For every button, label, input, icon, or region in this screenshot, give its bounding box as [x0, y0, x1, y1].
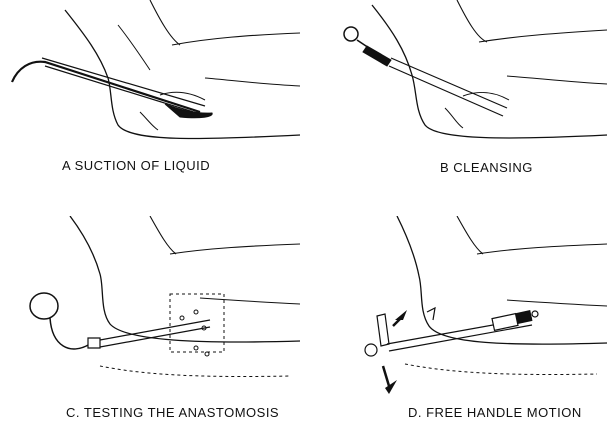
- buttock-line: [507, 76, 607, 84]
- scope-upper-edge: [42, 58, 205, 106]
- handle-motion-illustration: [307, 216, 613, 406]
- bulb-tube: [50, 318, 90, 349]
- caption-d: D. FREE HANDLE MOTION: [408, 405, 582, 420]
- thigh-line: [150, 216, 176, 254]
- swab-knob: [344, 27, 358, 41]
- scope-connector: [88, 338, 100, 348]
- thigh-line-upper: [479, 30, 607, 42]
- scope-lower-edge: [389, 325, 532, 351]
- caption-b: B CLEANSING: [440, 160, 533, 175]
- scope-handle: [377, 314, 389, 346]
- air-bubble: [194, 310, 198, 314]
- lower-contour: [405, 364, 597, 375]
- air-bubble: [180, 316, 184, 320]
- buttock-line: [205, 78, 300, 86]
- body-contour-inner: [118, 25, 150, 70]
- thigh-line-upper: [477, 244, 607, 254]
- eyepiece-band: [516, 311, 532, 324]
- panel-free-handle-motion: D. FREE HANDLE MOTION: [307, 216, 613, 431]
- alternate-handle-position: [427, 308, 435, 320]
- thigh-line: [150, 0, 180, 45]
- air-bubble: [194, 346, 198, 350]
- panel-testing-anastomosis: C. TESTING THE ANASTOMOSIS: [0, 216, 306, 431]
- scope-lower-edge: [45, 66, 200, 114]
- down-arrow-shaft: [383, 366, 389, 386]
- insufflation-bulb: [30, 293, 58, 319]
- buttock-line: [200, 298, 300, 304]
- thigh-line: [457, 0, 487, 42]
- suction-tube: [12, 62, 200, 112]
- body-contour: [372, 5, 607, 138]
- air-bubble: [205, 352, 209, 356]
- thigh-line: [457, 216, 483, 254]
- fold-line: [140, 112, 158, 130]
- caption-a: A SUCTION OF LIQUID: [62, 158, 210, 173]
- anastomosis-outline: [170, 294, 224, 352]
- panel-suction-of-liquid: A SUCTION OF LIQUID: [0, 0, 306, 215]
- panel-cleansing: B CLEANSING: [307, 0, 613, 215]
- liquid-pool: [165, 104, 212, 118]
- testing-illustration: [0, 216, 306, 406]
- caption-c: C. TESTING THE ANASTOMOSIS: [66, 405, 279, 420]
- lower-contour: [100, 366, 290, 377]
- thigh-line-upper: [170, 244, 300, 254]
- thigh-line-upper: [172, 33, 300, 45]
- handle-knob: [365, 344, 377, 356]
- body-contour: [70, 216, 300, 342]
- cotton-swab: [363, 46, 391, 66]
- fold-line: [445, 108, 463, 128]
- buttock-line: [507, 300, 607, 306]
- eyepiece-lens: [532, 311, 538, 317]
- body-contour: [65, 10, 300, 139]
- scope-upper-edge: [391, 58, 507, 108]
